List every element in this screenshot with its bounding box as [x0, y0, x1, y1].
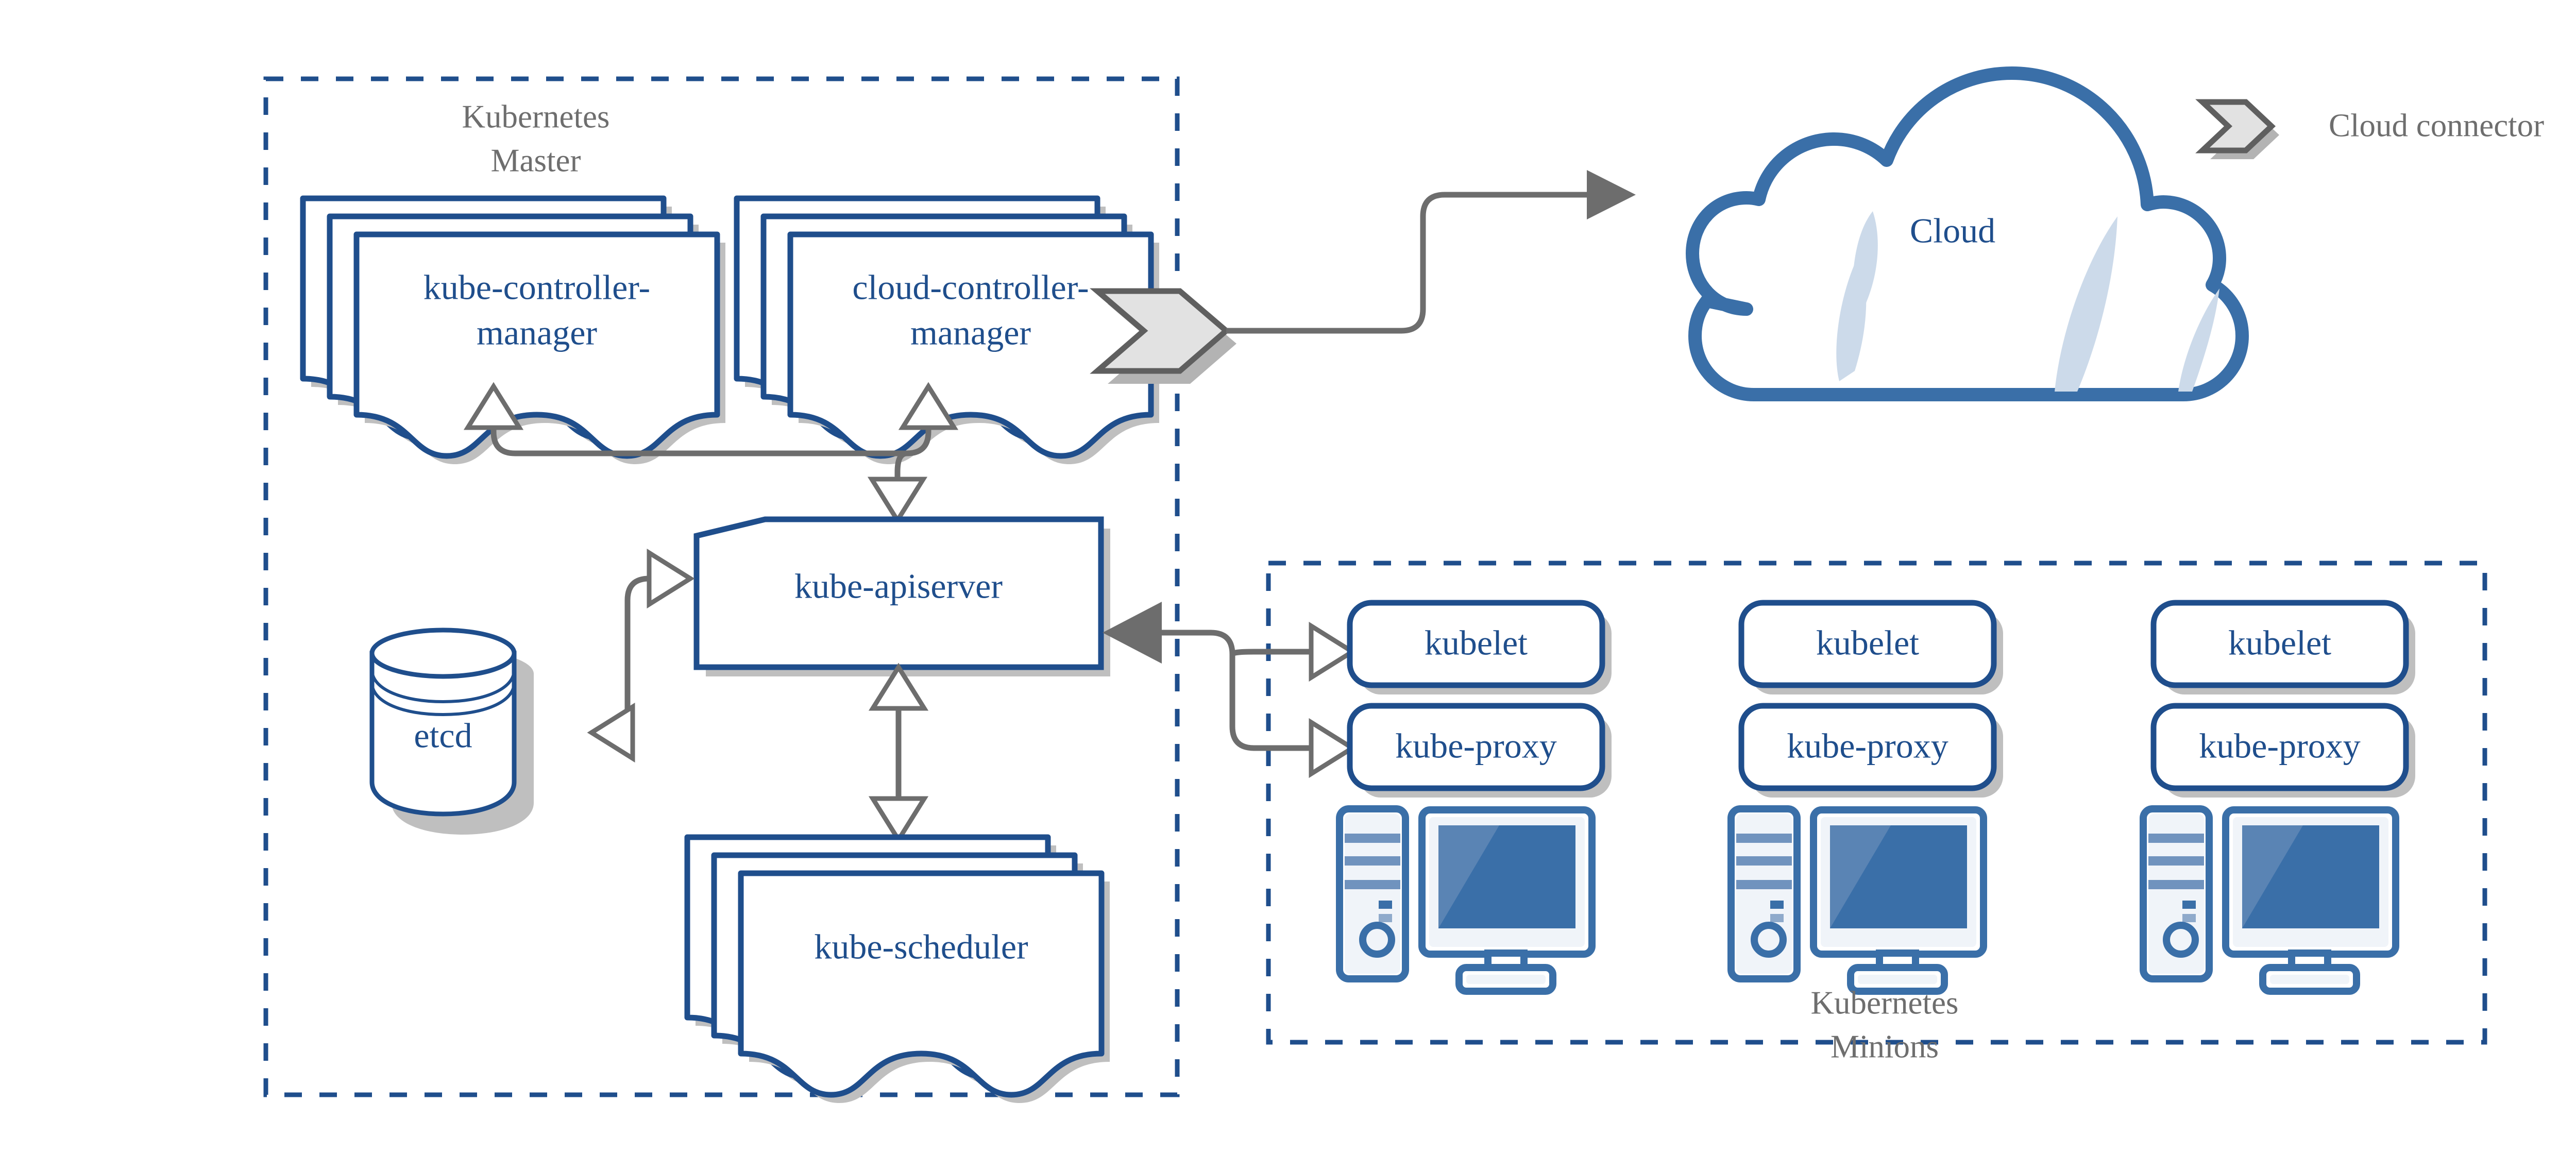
- kubelet-label-1: kubelet: [1425, 623, 1528, 663]
- arrowhead-to-etcd: [587, 702, 635, 763]
- computer-icon-2: [1727, 805, 1987, 995]
- flow-apiserver-etcd: [587, 548, 695, 763]
- arrowhead-to-apiserver-top: [867, 477, 928, 525]
- minions-group-label: Kubernetes Minions: [1811, 985, 1959, 1064]
- kube-apiserver-label: kube-apiserver: [794, 567, 1003, 606]
- cloud-label: Cloud: [1910, 211, 1995, 250]
- minions-group-label-line2: Minions: [1831, 1028, 1939, 1064]
- group-kubernetes-master: Kubernetes Master: [263, 76, 1180, 1097]
- kube-controller-manager-label-line2: manager: [477, 313, 597, 352]
- minion-node-3: kubelet kube-proxy: [2140, 600, 2415, 995]
- node-kube-scheduler[interactable]: kube-scheduler: [687, 837, 1110, 1103]
- arrowhead-to-kube-proxy: [1309, 718, 1357, 778]
- node-kube-controller-manager[interactable]: kube-controller- manager: [303, 198, 725, 464]
- etcd-ring-2: [370, 682, 516, 717]
- legend-cloud-connector-icon: [2195, 99, 2276, 154]
- master-dashed-border: [263, 76, 1180, 1097]
- etcd-cylinder-top: [369, 628, 517, 679]
- kube-proxy-pill-3[interactable]: [2150, 703, 2409, 791]
- kubelet-label-2: kubelet: [1816, 623, 1919, 663]
- minions-group-label-line1: Kubernetes: [1811, 985, 1959, 1021]
- arrowhead-to-kube-controller-manager: [463, 382, 524, 430]
- cloud-controller-manager-label-line2: manager: [910, 313, 1031, 352]
- node-etcd[interactable]: etcd: [369, 628, 534, 835]
- arrowhead-to-kubelet: [1309, 621, 1357, 682]
- kubelet-pill-3[interactable]: [2150, 600, 2409, 688]
- node-cloud-controller-manager[interactable]: cloud-controller- manager: [737, 198, 1159, 464]
- kube-proxy-pill-1[interactable]: [1347, 703, 1605, 791]
- flow-apiserver-to-minion: [1103, 602, 1357, 778]
- etcd-ring-1: [370, 669, 516, 704]
- master-group-label-line2: Master: [491, 142, 581, 178]
- computer-icon-1: [1336, 805, 1596, 995]
- node-cloud[interactable]: Cloud: [1686, 66, 2249, 401]
- kubelet-label-3: kubelet: [2228, 623, 2331, 663]
- kubelet-pill-2[interactable]: [1738, 600, 1997, 688]
- kube-scheduler-label: kube-scheduler: [814, 927, 1028, 967]
- arrowhead-to-apiserver-right: [1103, 602, 1162, 664]
- kubelet-pill-1[interactable]: [1347, 600, 1605, 688]
- legend-cloud-connector: Cloud connector: [2195, 99, 2544, 159]
- arrowhead-to-scheduler: [868, 796, 929, 844]
- minions-dashed-border: [1266, 561, 2487, 1045]
- arrowhead-to-apiserver-left: [647, 548, 695, 609]
- kube-controller-manager-label-line1: kube-controller-: [423, 268, 650, 307]
- arrowhead-to-cloud: [1587, 170, 1636, 219]
- flow-apiserver-scheduler: [868, 663, 929, 844]
- flow-controllers-to-apiserver: [463, 382, 959, 525]
- kube-proxy-label-3: kube-proxy: [2199, 726, 2360, 766]
- arrowhead-to-cloud-controller-manager: [898, 382, 959, 430]
- kube-proxy-label-1: kube-proxy: [1395, 726, 1556, 766]
- kube-proxy-pill-2[interactable]: [1738, 703, 1997, 791]
- cloud-connector-icon: [1090, 288, 1236, 384]
- group-kubernetes-minions: [1266, 561, 2487, 1045]
- cloud-controller-manager-label-line1: cloud-controller-: [852, 268, 1089, 307]
- minion-node-2: kubelet kube-proxy: [1727, 600, 2003, 995]
- flow-ccm-to-cloud: [1226, 170, 1636, 334]
- legend-cloud-connector-label: Cloud connector: [2329, 107, 2544, 143]
- kube-proxy-label-2: kube-proxy: [1787, 726, 1948, 766]
- computer-icon-3: [2140, 805, 2399, 995]
- master-group-label-line1: Kubernetes: [462, 98, 610, 134]
- arrowhead-to-apiserver-bottom: [868, 663, 929, 711]
- minion-node-1: kubelet kube-proxy: [1336, 600, 1612, 995]
- node-kube-apiserver[interactable]: kube-apiserver: [693, 516, 1110, 676]
- etcd-label: etcd: [414, 716, 472, 755]
